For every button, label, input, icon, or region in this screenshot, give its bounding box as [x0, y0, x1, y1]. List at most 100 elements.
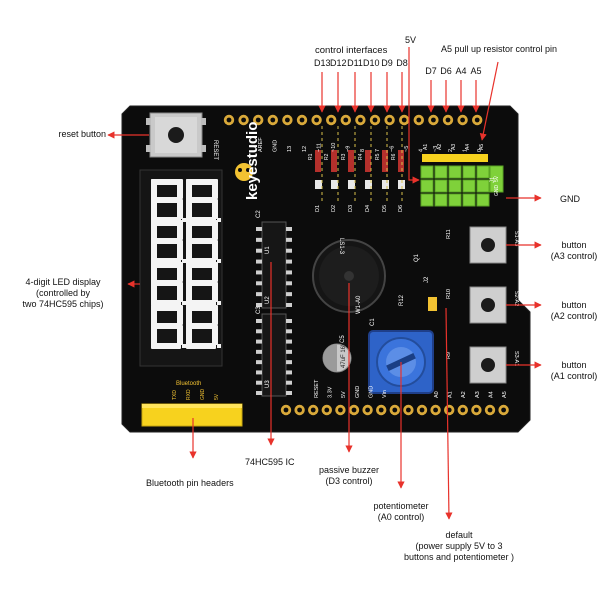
led-display-l1: 4-digit LED display	[25, 277, 101, 287]
label-gnd: GND	[560, 194, 580, 204]
jumper-cell	[476, 193, 490, 207]
pot-c1: C1	[370, 318, 376, 326]
led	[348, 180, 355, 189]
analog-header-label: A5	[502, 391, 508, 398]
control-pin-label: D8	[396, 58, 408, 68]
led-label: D6	[398, 205, 404, 212]
top-header-label: ~3	[433, 146, 439, 152]
reset-silk: RESET	[212, 140, 218, 160]
buzzer-l2: (D3 control)	[325, 476, 373, 486]
power-header-label: GND	[368, 386, 374, 398]
led-digit	[151, 305, 186, 349]
btn-a1-l2: (A1 control)	[550, 371, 598, 381]
top-pin-header	[223, 114, 483, 126]
power-header-label: RESET	[314, 379, 320, 398]
analog-header-label: A4	[488, 391, 494, 398]
btn-a3-l2: (A3 control)	[550, 251, 598, 261]
label-bt-headers: Bluetooth pin headers	[146, 478, 234, 488]
upper-pin-label: D6	[440, 66, 452, 76]
resistor-silk: R11	[446, 229, 452, 239]
jumper-cell	[448, 179, 462, 193]
bluetooth-header	[141, 403, 243, 427]
pot-silk: W1-A0	[356, 295, 362, 314]
power-header-label: 5V	[341, 391, 347, 398]
jumper-block	[420, 154, 504, 207]
led-label: D1	[315, 205, 321, 212]
power-header-label: GND	[355, 386, 361, 398]
top-header-label: ~11	[316, 143, 322, 152]
resistor-label: R1	[308, 153, 314, 160]
top-header-label: ~5	[404, 146, 410, 152]
top-header-label: ~6	[389, 146, 395, 152]
jumper-cell	[476, 179, 490, 193]
q1-silk: Q1	[414, 253, 420, 262]
led	[382, 180, 389, 189]
led-digit	[186, 305, 221, 349]
control-pin-label: D9	[381, 58, 393, 68]
top-header-label: 8	[360, 149, 366, 152]
btn-a2-l1: button	[561, 300, 587, 310]
led-label: D2	[331, 205, 337, 212]
resistor-silk: R10	[446, 289, 452, 299]
power-header-label: Vin	[382, 390, 388, 398]
top-header-label: GND	[273, 140, 279, 152]
led-display	[139, 169, 223, 367]
resistor-label: R4	[358, 153, 364, 160]
led	[398, 180, 405, 189]
chip-u1: U1	[265, 246, 271, 254]
control-pin-label: D11	[347, 58, 363, 68]
top-header-label: 4	[419, 149, 425, 152]
led-display-l3: two 74HC595 chips)	[22, 299, 104, 309]
resistor	[348, 150, 354, 172]
default-l2: (power supply 5V to 3	[415, 541, 503, 551]
label-buzzer: passive buzzer (D3 control)	[306, 465, 392, 487]
jumper-side-label: 5V	[494, 175, 500, 182]
jumper-top-label: A2	[437, 144, 443, 150]
j2-jumper	[428, 297, 437, 311]
right-buttons	[469, 226, 507, 384]
ic-chip	[261, 313, 287, 397]
resistor	[365, 150, 371, 172]
label-a5-pullup: A5 pull up resistor control pin	[441, 44, 558, 54]
led-label: D5	[382, 205, 388, 212]
resistor	[315, 150, 321, 172]
resistor-label: R3	[341, 153, 347, 160]
led-label: D4	[365, 205, 371, 212]
btn-a1-l1: button	[561, 360, 587, 370]
top-header-label: 7	[375, 149, 381, 152]
label-reset-button: reset button	[58, 129, 106, 139]
button-silk: S3-A1	[513, 351, 519, 366]
resistor-label: R5	[375, 153, 381, 160]
jumper-cell	[448, 193, 462, 207]
cap-c5: C5	[340, 335, 346, 343]
label-default: default (power supply 5V to 3 buttons an…	[384, 530, 534, 563]
top-header-label: 2	[448, 149, 454, 152]
bt-pin-label: 5V	[214, 393, 220, 400]
resistor	[398, 150, 404, 172]
buzzer-silk: LS1-3	[338, 238, 344, 255]
jumper-cell	[462, 193, 476, 207]
default-l1: default	[445, 530, 473, 540]
resistor-silk: R9	[446, 352, 452, 359]
resistor	[331, 150, 337, 172]
label-button-a3: button (A3 control)	[545, 240, 600, 262]
ic-chips	[256, 221, 292, 397]
label-pot: potentiometer (A0 control)	[358, 501, 444, 523]
ic-chip	[261, 221, 287, 309]
led-resistor-columns	[315, 150, 405, 189]
analog-header-label: A2	[461, 391, 467, 398]
label-control-title: control interfaces	[315, 45, 388, 56]
r12-silk: R12	[399, 294, 405, 306]
button-silk: S1-A3	[513, 231, 519, 246]
pot-l1: potentiometer	[373, 501, 429, 511]
jumper-side-label: GND	[494, 185, 500, 197]
label-5v: 5V	[405, 35, 417, 45]
power-header-label: 3.3V	[328, 386, 334, 398]
j2-silk: J2	[424, 276, 430, 283]
label-ic: 74HC595 IC	[245, 457, 295, 467]
top-header-label: 1	[462, 149, 468, 152]
led	[315, 180, 322, 189]
led-digit	[151, 262, 186, 306]
